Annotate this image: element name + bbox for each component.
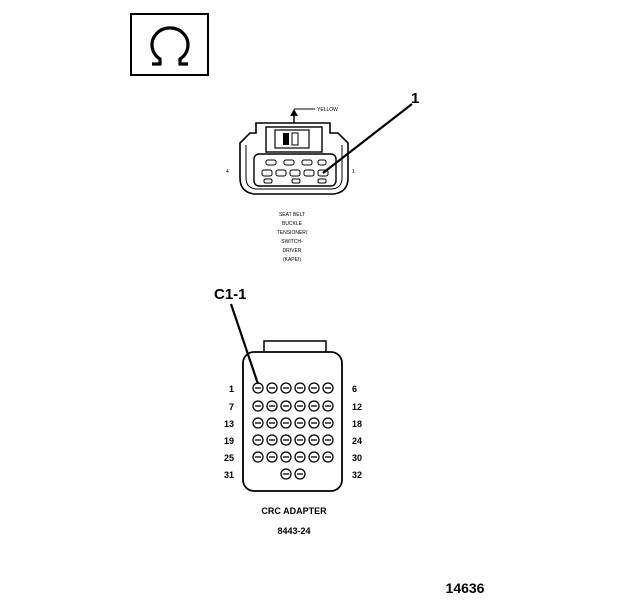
callout-c1-1-leader [229, 303, 260, 385]
row-label-right: 32 [352, 470, 362, 480]
figure-number: 14636 [446, 580, 485, 596]
caption-line: TENSIONER/ [277, 230, 308, 236]
callout-1-label: 1 [411, 90, 419, 107]
row-label-left: 25 [224, 453, 234, 463]
row-label-left: 19 [224, 436, 234, 446]
callout-c1-1-label: C1-1 [214, 286, 247, 303]
cavity [291, 178, 301, 184]
connector-1-latch-slot [291, 132, 299, 146]
adapter-pin [266, 400, 278, 412]
adapter-pin [308, 382, 320, 394]
wire-color-label: YELLOW [317, 107, 338, 113]
cavity [263, 178, 273, 184]
cavity [275, 169, 287, 177]
row-label-right: 6 [352, 384, 357, 394]
connector-1-pin-right: 1 [352, 169, 355, 175]
adapter-pin [280, 417, 292, 429]
ohm-symbol [130, 13, 209, 76]
callout-1-leader [322, 103, 413, 174]
connector-1-caption: SEAT BELT BUCKLE TENSIONER/ SWITCH- DRIV… [277, 212, 308, 263]
cavity [265, 159, 277, 166]
cavity [317, 178, 327, 184]
adapter-key [263, 340, 327, 352]
connector-1-terminal-face [253, 153, 337, 187]
adapter-pin [294, 400, 306, 412]
adapter-pin [308, 417, 320, 429]
wire-color-arrow-head [290, 109, 298, 116]
connector-1-inner-shell [245, 145, 343, 190]
adapter-pin [280, 451, 292, 463]
adapter-pin [322, 400, 334, 412]
adapter-pin [266, 417, 278, 429]
adapter-pin [294, 468, 306, 480]
adapter-pin [266, 434, 278, 446]
adapter-housing [242, 351, 343, 492]
caption-line: SEAT BELT [279, 212, 305, 218]
adapter-pin [280, 468, 292, 480]
ohm-symbol-frame [130, 13, 209, 76]
adapter-pin-grid [252, 382, 334, 480]
adapter-pin [322, 434, 334, 446]
caption-line: BUCKLE [282, 221, 303, 227]
adapter-pin [294, 417, 306, 429]
adapter-pin [252, 451, 264, 463]
row-label-left: 13 [224, 419, 234, 429]
row-label-right: 12 [352, 402, 362, 412]
cavity [283, 159, 295, 166]
adapter-pin [322, 382, 334, 394]
adapter-pin [294, 451, 306, 463]
adapter-pin [252, 400, 264, 412]
adapter-pin [252, 417, 264, 429]
adapter-pin [308, 451, 320, 463]
row-label-right: 18 [352, 419, 362, 429]
cavity [317, 159, 327, 166]
ohm-icon [150, 26, 190, 66]
cavity [289, 169, 301, 177]
adapter-pin [266, 451, 278, 463]
cavity [301, 159, 313, 166]
adapter-pin [308, 400, 320, 412]
adapter-pin [294, 434, 306, 446]
connector-1-latch [274, 129, 310, 149]
cavity [261, 169, 273, 177]
adapter-part-number: 8443-24 [277, 526, 310, 536]
connector-1-latch-key [283, 133, 289, 145]
connector-1-pin-left: 4 [226, 169, 229, 175]
adapter-row-labels-left: 1 7 13 19 25 31 [224, 384, 234, 480]
caption-line: (KAPEI) [283, 257, 301, 263]
adapter-pin [294, 382, 306, 394]
connector-1-cavities [261, 159, 329, 184]
connector-1-housing [239, 122, 349, 195]
row-label-left: 1 [229, 384, 234, 394]
cavity [303, 169, 315, 177]
row-label-left: 31 [224, 470, 234, 480]
connector-1: YELLOW 4 1 1 [226, 90, 419, 263]
row-label-left: 7 [229, 402, 234, 412]
adapter-pin [280, 382, 292, 394]
crc-adapter: 1 7 13 19 25 31 6 12 18 24 30 32 C1-1 CR… [214, 286, 362, 536]
caption-line: DRIVER [283, 248, 302, 254]
adapter-pin [308, 434, 320, 446]
adapter-pin [322, 451, 334, 463]
caption-line: SWITCH- [281, 239, 303, 245]
adapter-row-labels-right: 6 12 18 24 30 32 [352, 384, 362, 480]
adapter-pin [322, 417, 334, 429]
adapter-name: CRC ADAPTER [261, 506, 327, 516]
connector-1-lock-tab [265, 126, 323, 153]
adapter-pin [280, 434, 292, 446]
row-label-right: 30 [352, 453, 362, 463]
adapter-pin [280, 400, 292, 412]
cavity [317, 169, 329, 177]
adapter-pin [266, 382, 278, 394]
adapter-pin [252, 434, 264, 446]
row-label-right: 24 [352, 436, 362, 446]
